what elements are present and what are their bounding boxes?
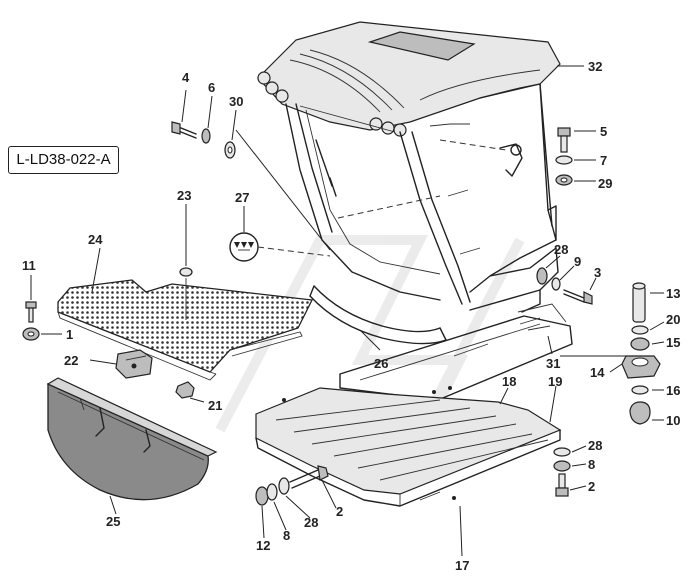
callout-12: 12 (256, 538, 270, 553)
nut-1 (22, 327, 40, 341)
floor-plate (255, 387, 562, 507)
callout-31: 31 (546, 356, 560, 371)
bracket (115, 349, 153, 379)
callout-22: 22 (64, 353, 78, 368)
callout-7: 7 (600, 153, 607, 168)
brand-emblem (229, 232, 331, 262)
callout-32: 32 (588, 59, 602, 74)
callout-2-left: 2 (336, 504, 343, 519)
callout-21: 21 (208, 398, 222, 413)
callout-28-right: 28 (588, 438, 602, 453)
callout-1: 1 (66, 327, 73, 342)
washer-8-left (266, 483, 278, 501)
washer-7 (555, 155, 573, 165)
callout-27: 27 (235, 190, 249, 205)
cab-canopy (257, 21, 561, 313)
callout-8-right: 8 (588, 457, 595, 472)
callout-5: 5 (600, 124, 607, 139)
floor-mat (57, 267, 313, 381)
callout-10: 10 (666, 413, 680, 428)
callout-14: 14 (590, 365, 605, 380)
step-panel (339, 303, 573, 401)
leader-lines (30, 65, 665, 557)
nut-12 (255, 486, 269, 506)
callout-15: 15 (666, 335, 680, 350)
callout-20: 20 (666, 312, 680, 327)
callout-26: 26 (374, 356, 388, 371)
bolt-2-left (289, 465, 329, 489)
mount-assembly (621, 282, 661, 425)
callout-29: 29 (598, 176, 612, 191)
screw-11 (25, 301, 37, 323)
callout-13: 13 (666, 286, 680, 301)
callout-30: 30 (229, 94, 243, 109)
callout-17: 17 (455, 558, 469, 573)
washer-30 (224, 141, 236, 159)
callout-16: 16 (666, 383, 680, 398)
washer-6 (201, 128, 211, 144)
bolt-3 (563, 289, 593, 305)
callout-25: 25 (106, 514, 120, 529)
callout-6: 6 (208, 80, 215, 95)
callout-9: 9 (574, 254, 581, 269)
callout-28-upper: 28 (554, 242, 568, 257)
bolt-5 (557, 127, 571, 153)
callout-23: 23 (177, 188, 191, 203)
callout-4: 4 (182, 70, 190, 85)
nut-8-right (553, 460, 571, 472)
washer-28-right (553, 447, 571, 457)
washer-28-upper (536, 267, 548, 285)
callout-11: 11 (22, 258, 36, 273)
callout-19: 19 (548, 374, 562, 389)
reference-code-box: L-LD38-022-A (8, 146, 119, 174)
callout-2-right: 2 (588, 479, 595, 494)
washer-9 (551, 277, 561, 291)
callout-labels: 32 4 6 30 5 7 29 23 27 24 11 1 22 21 28 … (22, 59, 680, 573)
bolt-2-right (555, 473, 569, 497)
nut-29 (555, 174, 573, 186)
callout-18: 18 (502, 374, 516, 389)
callout-24: 24 (88, 232, 103, 247)
callout-3: 3 (594, 265, 601, 280)
callout-28-left: 28 (304, 515, 318, 530)
lower-trim-strip (309, 285, 447, 345)
side-shield (46, 377, 218, 501)
callout-8-left: 8 (283, 528, 290, 543)
nut-21 (175, 381, 195, 399)
washer-28-left (278, 477, 290, 495)
bolt-4 (171, 121, 197, 139)
